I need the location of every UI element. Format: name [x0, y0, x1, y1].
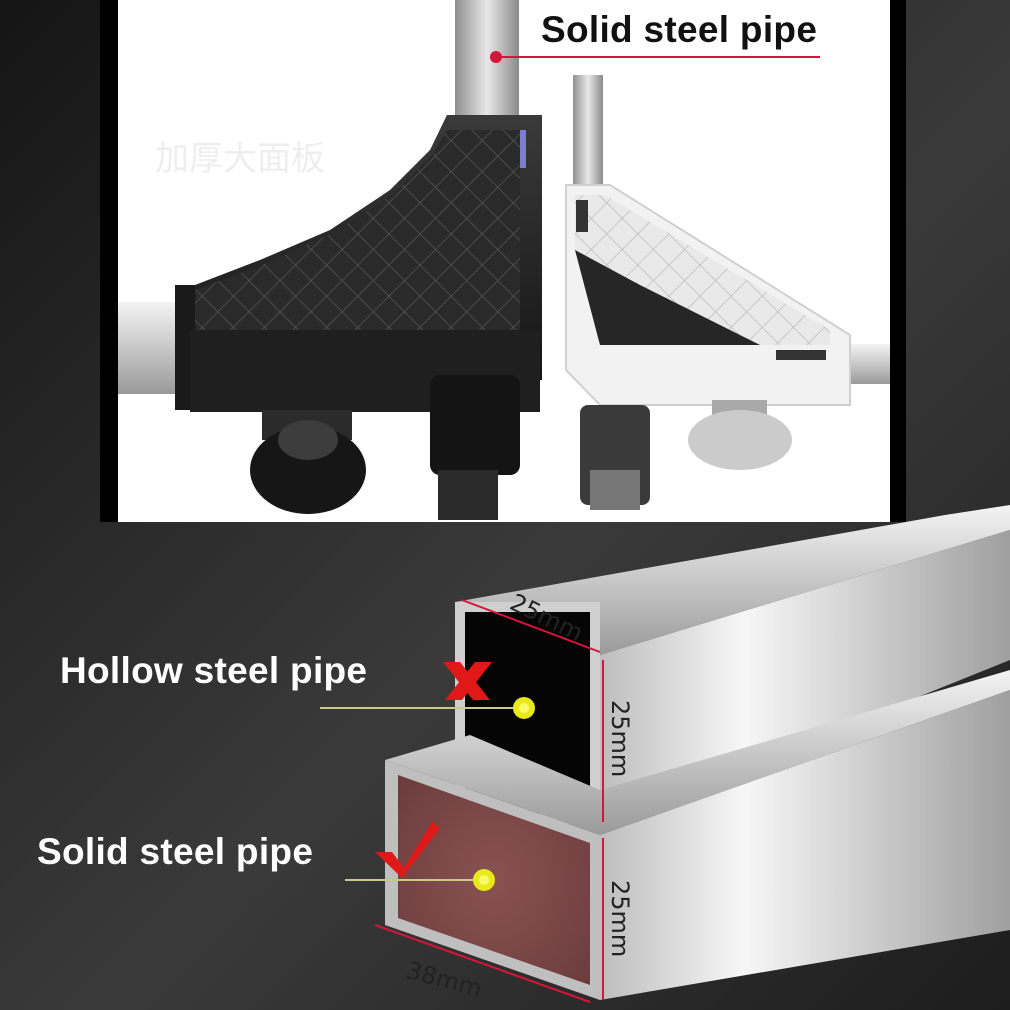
solid-pipe-label: Solid steel pipe	[37, 831, 314, 872]
check-icon	[375, 822, 440, 878]
top-solid-pipe-label: Solid steel pipe	[541, 9, 818, 50]
stand-photo-panel: 加厚大面板	[100, 0, 906, 522]
svg-text:加厚大面板: 加厚大面板	[155, 139, 325, 179]
hollow-pointer	[320, 697, 535, 719]
cross-icon	[443, 662, 492, 700]
hollow-height-dimension: 25mm	[606, 700, 634, 778]
hollow-pipe-label: Hollow steel pipe	[60, 650, 368, 691]
dimension-lines	[374, 599, 604, 1003]
solid-height-dimension: 25mm	[606, 880, 634, 958]
solid-pointer	[345, 869, 495, 891]
